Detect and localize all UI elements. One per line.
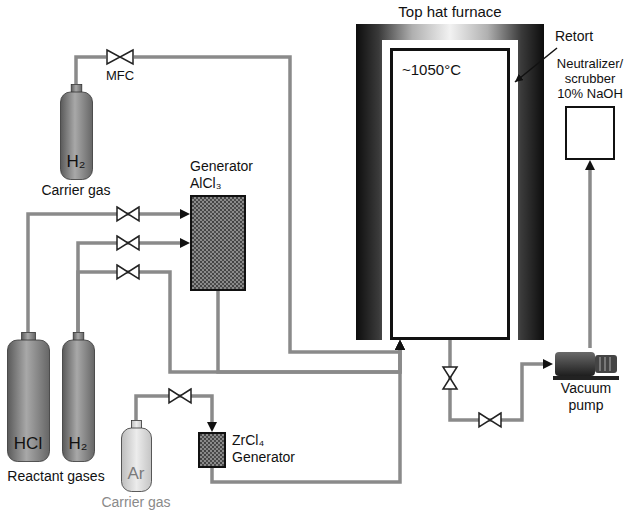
scrubber-vessel: Neutralizer/ scrubber 10% NaOH xyxy=(552,56,628,160)
valve-half xyxy=(117,207,128,221)
motor-fin xyxy=(604,357,606,371)
powder-fill xyxy=(192,197,244,289)
pump-motor xyxy=(595,355,617,373)
valve-symbol xyxy=(117,265,139,279)
gas-line xyxy=(212,346,400,482)
pump-casing xyxy=(555,352,595,376)
group-label: Reactant gases xyxy=(7,468,104,485)
cylinder-body: H₂ xyxy=(60,84,93,180)
cylinder-shell xyxy=(62,340,94,462)
valve-half xyxy=(490,413,501,427)
cylinder-shell xyxy=(60,92,92,180)
gas-line xyxy=(76,57,106,84)
scrubber-label: Neutralizer/ scrubber 10% NaOH xyxy=(552,56,628,101)
part-label: Retort xyxy=(555,28,593,45)
cylinder-body: H₂ xyxy=(62,332,95,462)
mass-flow-controller: MFC xyxy=(102,46,138,83)
gas-line xyxy=(450,340,547,420)
retort-vessel: ~1050°C xyxy=(390,48,510,340)
valve-half xyxy=(107,50,120,64)
gas-name: HCl xyxy=(14,434,42,454)
valve-half xyxy=(180,389,191,403)
pump-label: Vacuum pump xyxy=(548,380,624,414)
motor-fin xyxy=(599,357,601,371)
motor-fin xyxy=(609,357,611,371)
generator-graphic xyxy=(200,434,224,466)
gas-name: H₂ xyxy=(69,434,88,454)
gas-cylinder: H₂ Carrier gas xyxy=(41,84,111,199)
valve-half xyxy=(479,413,490,427)
valve-half xyxy=(128,236,139,250)
valve-symbol xyxy=(169,389,191,403)
valve-half xyxy=(443,367,457,378)
generator-label: ZrCl₄ Generator xyxy=(232,432,308,466)
generator-box xyxy=(198,432,226,468)
temperature-label: ~1050°C xyxy=(402,61,461,78)
valve-half xyxy=(120,50,133,64)
gas-cylinder: ArCarrier gas xyxy=(101,420,171,511)
furnace-title: Top hat furnace xyxy=(356,2,544,22)
pump-base xyxy=(553,376,619,380)
gas-line xyxy=(78,243,184,332)
gas-cylinder: HCl xyxy=(7,332,50,462)
gas-name: H₂ xyxy=(67,152,86,172)
cylinder-body: Ar xyxy=(121,420,152,492)
label-text: Reactant gases xyxy=(7,468,104,485)
generator-label: Generator AlCl₃ xyxy=(190,158,270,192)
valve-symbol xyxy=(106,46,134,68)
vacuum-pump: Vacuum pump xyxy=(548,348,624,414)
furnace: Top hat furnace ~1050°C xyxy=(356,2,544,340)
gas-line xyxy=(588,166,592,348)
valve-half xyxy=(117,265,128,279)
furnace-wall xyxy=(356,24,544,340)
furnace-cavity xyxy=(382,40,518,340)
valve-symbol xyxy=(443,367,457,389)
pump-body xyxy=(553,348,619,380)
valve-symbol xyxy=(479,413,501,427)
gas-name: Ar xyxy=(128,464,145,484)
gas-cylinder: H₂ xyxy=(62,332,95,462)
controller-label: MFC xyxy=(102,68,138,83)
cylinder-caption: Carrier gas xyxy=(101,494,170,511)
label-text: Retort xyxy=(555,28,593,45)
pump-graphic xyxy=(553,348,619,380)
valve-symbol xyxy=(117,207,139,221)
generator-graphic xyxy=(192,197,244,289)
cylinder-caption: Carrier gas xyxy=(41,182,110,199)
cylinder-body: HCl xyxy=(7,332,50,462)
valve-half xyxy=(128,265,139,279)
valve-half xyxy=(128,207,139,221)
chloride-generator: ZrCl₄ Generator xyxy=(198,432,308,468)
chloride-generator: Generator AlCl₃ xyxy=(190,158,270,291)
valve-half xyxy=(117,236,128,250)
cylinder-shell xyxy=(121,428,151,492)
valve-symbol xyxy=(117,236,139,250)
generator-box xyxy=(190,195,246,291)
valve-half xyxy=(443,378,457,389)
powder-fill xyxy=(200,434,224,466)
cylinder-shell xyxy=(7,340,49,462)
scrubber-box xyxy=(565,106,615,160)
valve-half xyxy=(169,389,180,403)
